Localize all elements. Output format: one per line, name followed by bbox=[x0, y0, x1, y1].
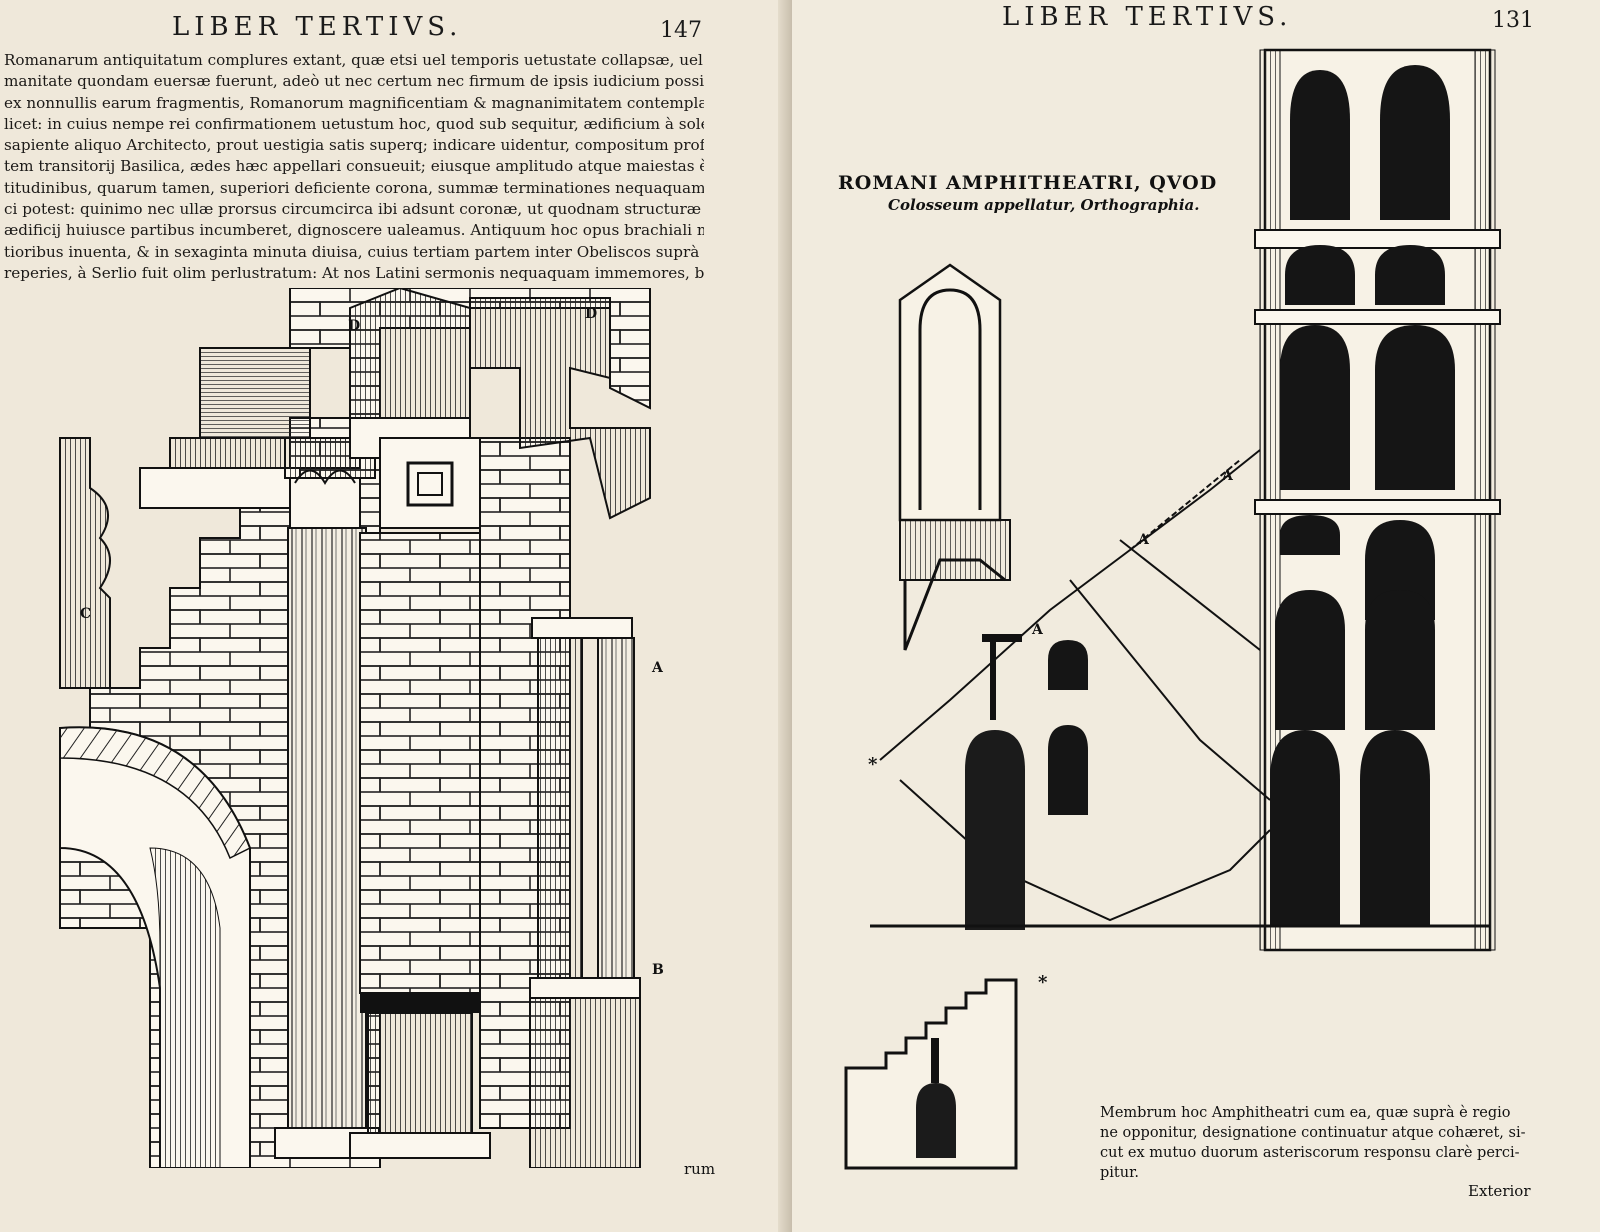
basilica-woodcut bbox=[59, 288, 651, 1168]
colosseum-section-woodcut bbox=[870, 48, 1501, 952]
stair-label-a-middle: A bbox=[1138, 532, 1149, 548]
stair-label-a-upper: A bbox=[1222, 468, 1233, 484]
left-catchword: rum bbox=[684, 1160, 716, 1178]
left-running-head: LIBER TERTIVS. bbox=[172, 12, 463, 42]
stair-fragment-inset bbox=[844, 978, 1018, 1170]
stair-label-a-lower: A bbox=[1032, 622, 1043, 638]
plate-title: ROMANI AMPHITHEATRI, QVOD bbox=[838, 172, 1218, 194]
text-line: titudinibus, quarum tamen, superiori def… bbox=[4, 178, 704, 197]
figure-label-c: C bbox=[80, 606, 92, 622]
text-line: Romanarum antiquitatum complures extant,… bbox=[4, 51, 704, 69]
right-catchword: Exterior bbox=[1468, 1182, 1531, 1200]
figure-label-d-right: D bbox=[585, 306, 598, 322]
text-line: ci potest: quinimo nec ullæ prorsus circ… bbox=[4, 200, 704, 219]
text-line: reperies, à Serlio fuit olim perlustratu… bbox=[4, 263, 704, 282]
text-line: manitate quondam euersæ fuerunt, adeò ut… bbox=[4, 72, 704, 91]
caption-line: cut ex mutuo duorum asteriscorum respons… bbox=[1100, 1145, 1520, 1161]
left-body-text: Romanarum antiquitatum complures extant,… bbox=[4, 50, 704, 284]
caption-line: Membrum hoc Amphitheatri cum ea, quæ sup… bbox=[1100, 1105, 1511, 1121]
plate-subtitle: Colosseum appellatur, Orthographia. bbox=[888, 196, 1200, 214]
text-line: licet: in cuius nempe rei confirmationem… bbox=[4, 114, 704, 133]
left-page: LIBER TERTIVS. 147 Romanarum antiquitatu… bbox=[0, 0, 790, 1232]
plate-caption: Membrum hoc Amphitheatri cum ea, quæ sup… bbox=[1100, 1103, 1526, 1183]
right-folio: 131 bbox=[1492, 8, 1534, 33]
text-line: tioribus inuenta, & in sexaginta minuta … bbox=[4, 242, 704, 261]
left-folio: 147 bbox=[660, 18, 702, 43]
text-line: ex nonnullis earum fragmentis, Romanorum… bbox=[4, 93, 704, 112]
figure-label-a: A bbox=[652, 660, 663, 676]
figure-label-b: B bbox=[652, 962, 664, 978]
asterisk-mark-left: * bbox=[868, 754, 878, 775]
right-running-head: LIBER TERTIVS. bbox=[1002, 2, 1293, 32]
caption-line: ne opponitur, designatione continuatur a… bbox=[1100, 1125, 1526, 1141]
caption-line: pitur. bbox=[1100, 1165, 1140, 1181]
text-line: tem transitorij Basilica, ædes hæc appel… bbox=[4, 157, 704, 176]
text-line: ædificij huiusce partibus incumberet, di… bbox=[4, 221, 704, 240]
asterisk-mark-inset: * bbox=[1038, 972, 1048, 993]
text-line: sapiente aliquo Architecto, prout uestig… bbox=[4, 136, 704, 155]
figure-label-d-left: D bbox=[348, 318, 361, 334]
